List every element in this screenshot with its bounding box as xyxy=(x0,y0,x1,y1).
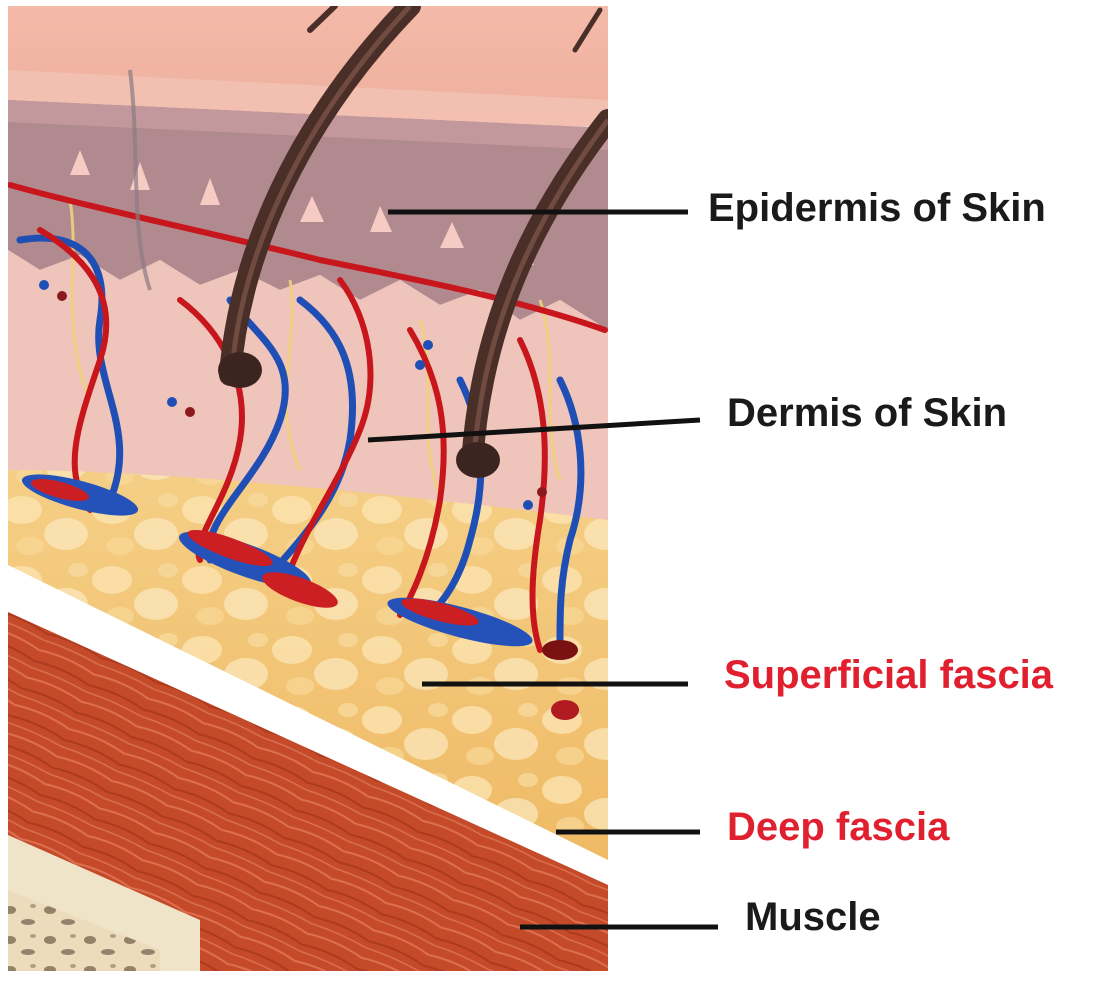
label-deep-fascia: Deep fascia xyxy=(727,807,949,847)
label-epidermis-of-skin: Epidermis of Skin xyxy=(708,188,1046,228)
label-muscle: Muscle xyxy=(745,897,881,937)
label-superficial-fascia: Superficial fascia xyxy=(724,655,1053,695)
label-dermis-of-skin: Dermis of Skin xyxy=(727,393,1007,433)
